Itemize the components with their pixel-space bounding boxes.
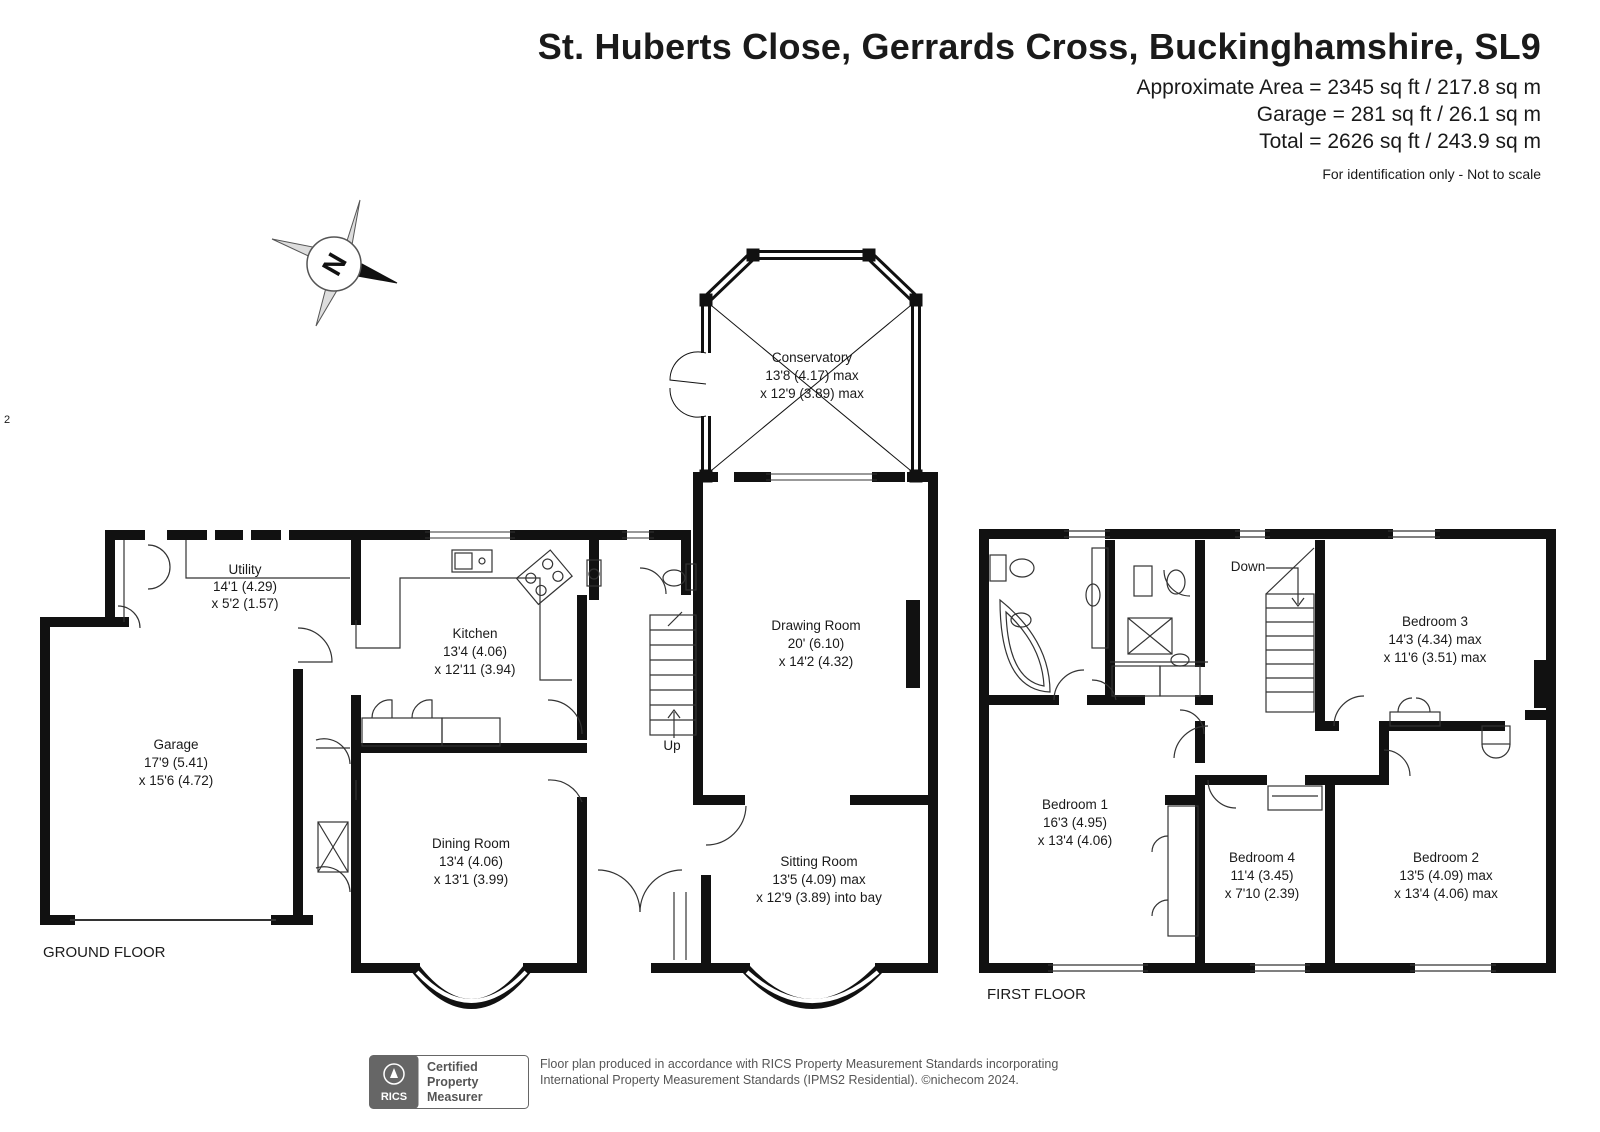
total-area: Total = 2626 sq ft / 243.9 sq m xyxy=(1259,130,1541,153)
property-address-title: St. Huberts Close, Gerrards Cross, Bucki… xyxy=(537,26,1541,67)
garage-area: Garage = 281 sq ft / 26.1 sq m xyxy=(1256,103,1541,126)
stairs-up-label: Up xyxy=(663,738,680,753)
bedroom3-label: Bedroom 3 xyxy=(1402,614,1468,629)
approximate-area: Approximate Area = 2345 sq ft / 217.8 sq… xyxy=(1136,76,1542,99)
svg-text:x 13'1 (3.99): x 13'1 (3.99) xyxy=(434,872,509,887)
svg-text:x 12'9 (3.89) max: x 12'9 (3.89) max xyxy=(760,386,864,401)
rics-certified-badge: RICS Certified Property Measurer xyxy=(369,1055,529,1109)
svg-text:x 13'4 (4.06): x 13'4 (4.06) xyxy=(1038,833,1113,848)
ground-floor-windows xyxy=(425,473,877,539)
sitting-bay-window xyxy=(741,964,884,1009)
ground-floor-label: GROUND FLOOR xyxy=(43,944,166,961)
svg-text:x 15'6 (4.72): x 15'6 (4.72) xyxy=(139,773,214,788)
svg-text:x 11'6 (3.51) max: x 11'6 (3.51) max xyxy=(1384,650,1487,665)
first-floor-walls xyxy=(979,529,1556,973)
utility-label: Utility xyxy=(229,562,262,577)
first-floor-label: FIRST FLOOR xyxy=(987,986,1086,1003)
svg-text:13'5 (4.09) max: 13'5 (4.09) max xyxy=(772,872,866,887)
footer-line-2: International Property Measurement Stand… xyxy=(540,1073,1019,1087)
ground-floor-fixtures xyxy=(70,540,747,960)
svg-text:13'8 (4.17) max: 13'8 (4.17) max xyxy=(765,368,859,383)
bedroom4-label: Bedroom 4 xyxy=(1229,850,1296,865)
room-labels: Conservatory 13'8 (4.17) max x 12'9 (3.8… xyxy=(43,350,1498,1003)
sitting-room-label: Sitting Room xyxy=(780,854,857,869)
stairs-down-label: Down xyxy=(1231,559,1266,574)
svg-text:Certified: Certified xyxy=(427,1060,478,1074)
bedroom1-label: Bedroom 1 xyxy=(1042,797,1108,812)
svg-text:14'3 (4.34) max: 14'3 (4.34) max xyxy=(1388,632,1482,647)
svg-text:16'3 (4.95): 16'3 (4.95) xyxy=(1043,815,1107,830)
kitchen-label: Kitchen xyxy=(452,626,497,641)
ground-floor-walls xyxy=(40,472,938,973)
garage-label: Garage xyxy=(153,737,198,752)
svg-text:Property: Property xyxy=(427,1075,478,1089)
conservatory-structure xyxy=(669,248,923,483)
first-floor-fixtures xyxy=(989,530,1511,972)
scale-disclaimer: For identification only - Not to scale xyxy=(1322,166,1541,182)
conservatory-label: Conservatory xyxy=(772,350,853,365)
svg-text:20' (6.10): 20' (6.10) xyxy=(788,636,845,651)
drawing-room-label: Drawing Room xyxy=(771,618,860,633)
svg-text:x 5'2 (1.57): x 5'2 (1.57) xyxy=(211,596,278,611)
svg-text:x 12'11 (3.94): x 12'11 (3.94) xyxy=(434,662,515,677)
footer-disclaimer: Floor plan produced in accordance with R… xyxy=(540,1056,1058,1088)
svg-text:x 13'4 (4.06) max: x 13'4 (4.06) max xyxy=(1394,886,1498,901)
svg-text:14'1 (4.29): 14'1 (4.29) xyxy=(213,579,277,594)
rics-logo-icon xyxy=(383,1063,405,1085)
svg-text:x 14'2 (4.32): x 14'2 (4.32) xyxy=(779,654,854,669)
drawing-room-chimney xyxy=(906,600,920,688)
stray-mark: 2 xyxy=(4,414,11,426)
svg-text:13'4 (4.06): 13'4 (4.06) xyxy=(443,644,507,659)
svg-text:RICS: RICS xyxy=(381,1091,407,1103)
dining-bay-window xyxy=(411,964,532,1009)
bedroom2-label: Bedroom 2 xyxy=(1413,850,1479,865)
svg-text:17'9 (5.41): 17'9 (5.41) xyxy=(144,755,208,770)
dining-room-label: Dining Room xyxy=(432,836,510,851)
svg-text:13'5 (4.09) max: 13'5 (4.09) max xyxy=(1399,868,1493,883)
svg-text:x 12'9 (3.89) into bay: x 12'9 (3.89) into bay xyxy=(756,890,882,905)
svg-text:Measurer: Measurer xyxy=(427,1090,483,1104)
bedroom3-chimney xyxy=(1534,660,1551,708)
svg-text:11'4 (3.45): 11'4 (3.45) xyxy=(1230,868,1293,883)
svg-text:13'4 (4.06): 13'4 (4.06) xyxy=(439,854,503,869)
compass-icon: N xyxy=(271,199,398,327)
footer-line-1: Floor plan produced in accordance with R… xyxy=(540,1057,1059,1071)
svg-text:x 7'10 (2.39): x 7'10 (2.39) xyxy=(1225,886,1300,901)
